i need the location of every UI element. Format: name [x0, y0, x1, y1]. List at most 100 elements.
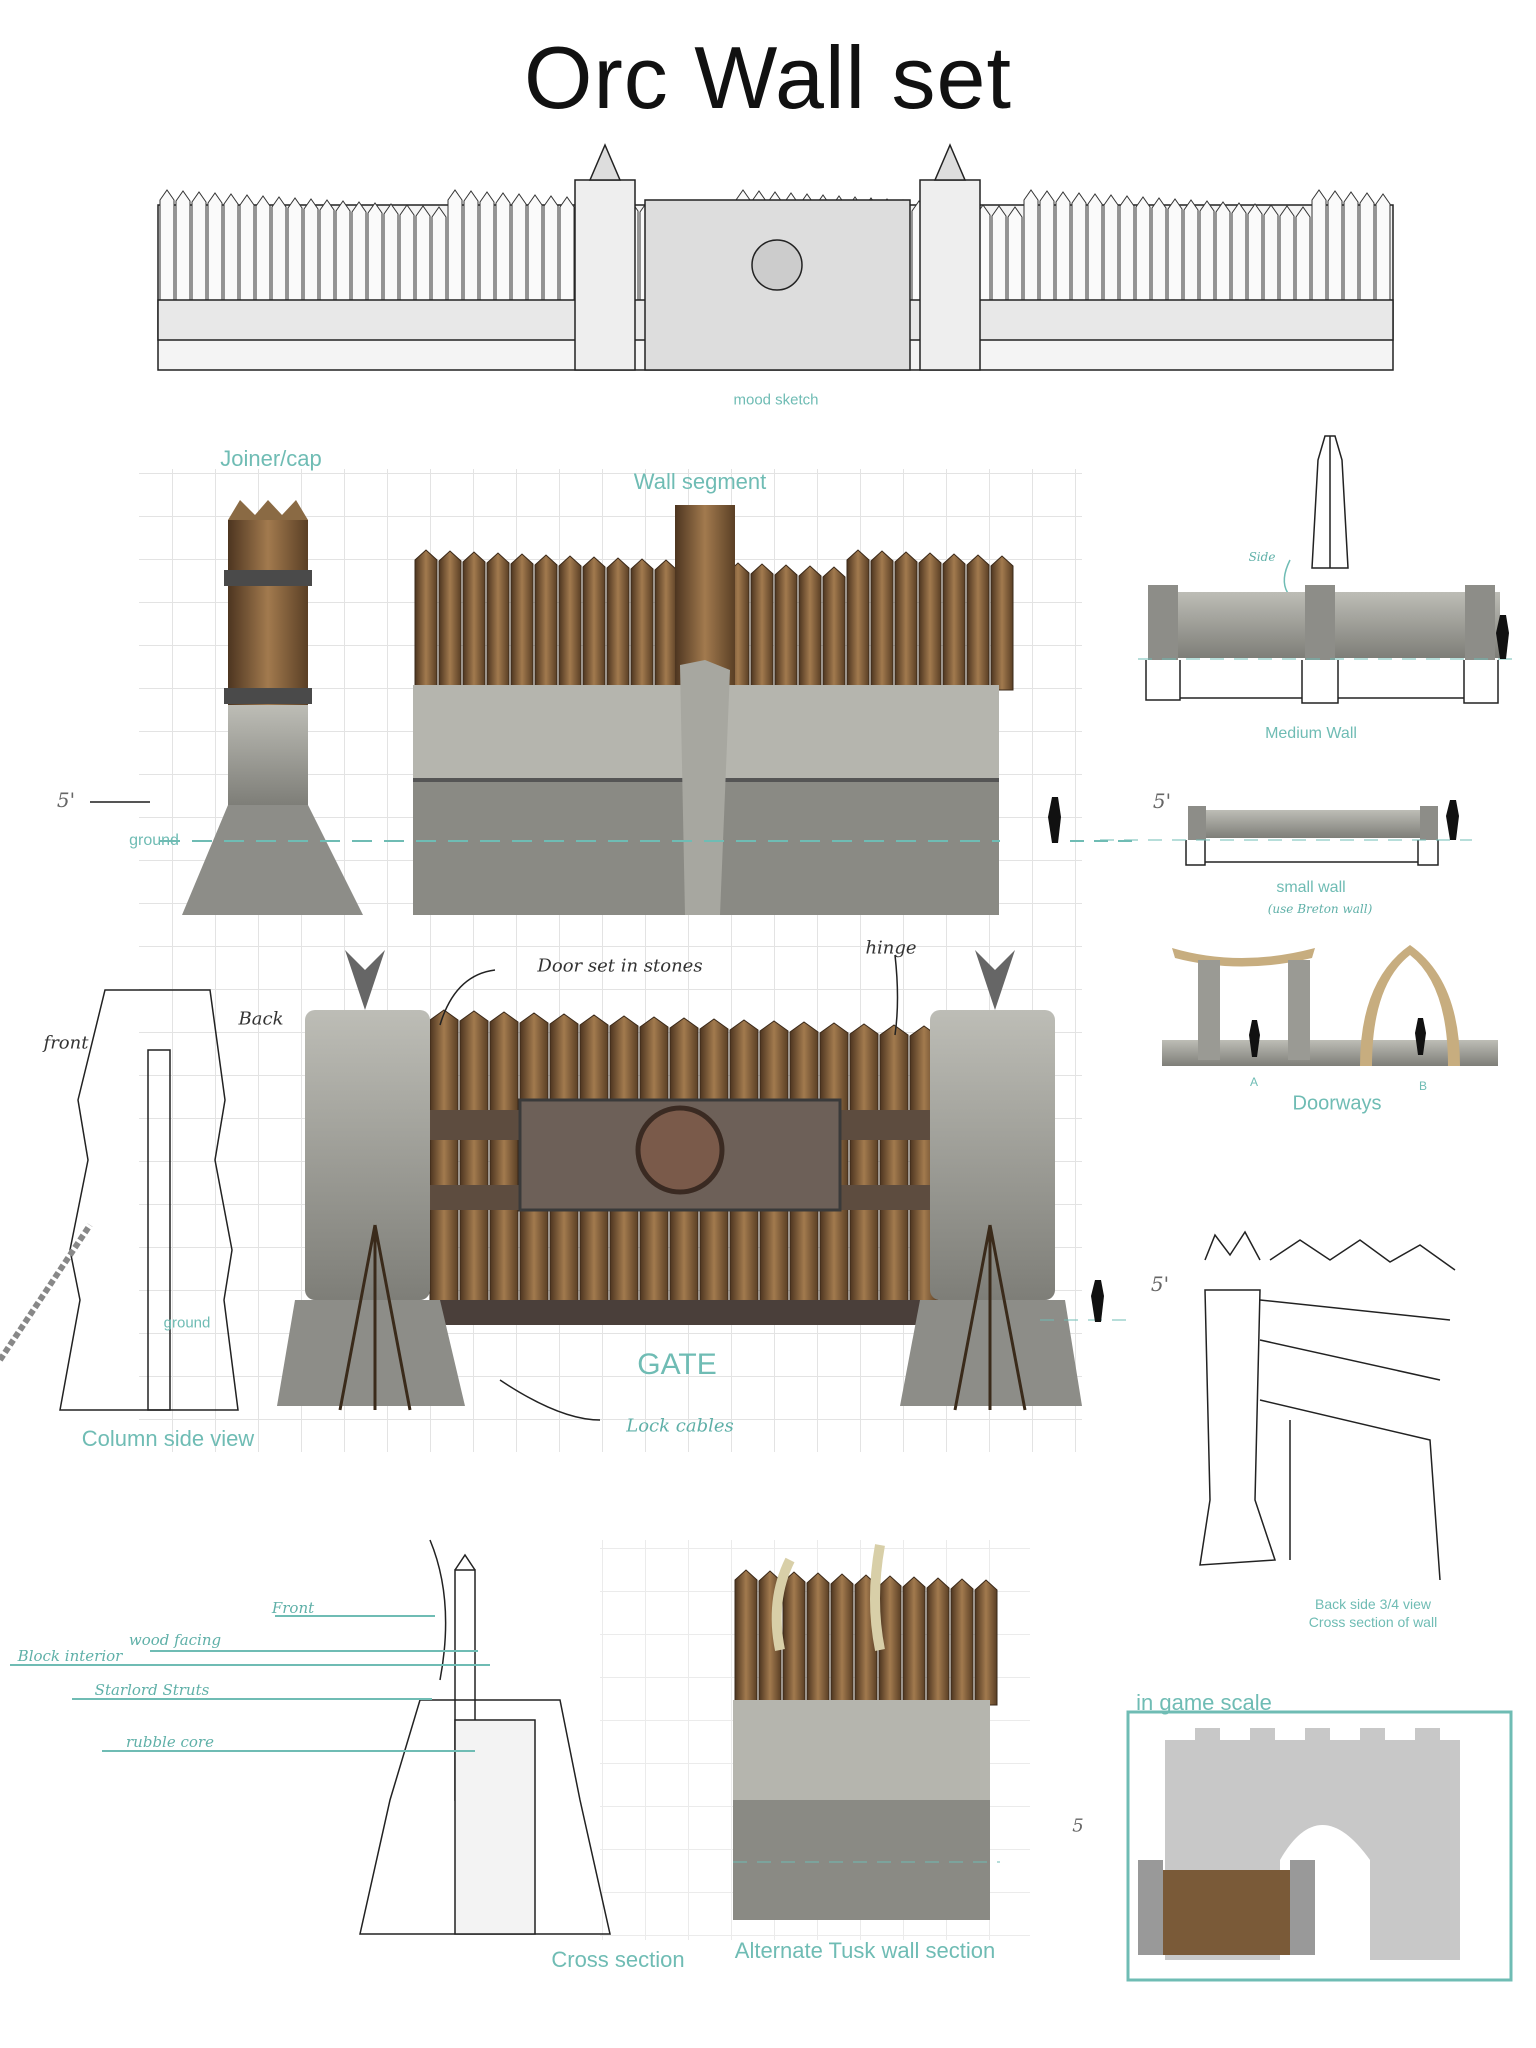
wood-stake [846, 549, 870, 691]
wood-stake [1311, 189, 1327, 301]
wood-stake [1071, 192, 1087, 301]
wood-stake [303, 198, 319, 301]
wood-stake [223, 193, 239, 301]
wood-stake [918, 552, 942, 691]
wood-stake [1247, 203, 1263, 301]
human-scale-figure [1091, 1280, 1104, 1322]
wood-stake [367, 202, 383, 301]
wood-stake [822, 566, 846, 691]
wood-stake [287, 197, 303, 301]
wood-stake [950, 1578, 974, 1706]
wood-stake [159, 189, 175, 301]
wood-stake [926, 1577, 950, 1706]
column-side-label: Column side view [81, 1426, 255, 1451]
wood-stake [463, 190, 479, 301]
back-view-sketch [1199, 1230, 1456, 1581]
wood-stake [1055, 191, 1071, 301]
column-back-note: Back [238, 1008, 284, 1030]
side-label: Side [1248, 550, 1276, 564]
wood-stake [974, 1579, 998, 1706]
wood-stake [654, 559, 678, 691]
wood-stake [630, 558, 654, 691]
tusk-wall-label: Alternate Tusk wall section [734, 1938, 996, 1963]
wood-stake [511, 193, 527, 301]
ground-label: ground [129, 832, 179, 849]
small-wall-height-mark: 5' [1152, 789, 1172, 813]
small-wall-art [1100, 800, 1472, 866]
back-view-label-2: Cross section of wall [1308, 1614, 1438, 1630]
wall-height-mark: 5' [56, 788, 76, 812]
wood-stake [1279, 205, 1295, 301]
wood-stake [1119, 195, 1135, 301]
wood-stake [894, 551, 918, 691]
joiner-label: Joiner/cap [220, 446, 322, 471]
wood-stake [1199, 200, 1215, 301]
wood-stake [1343, 191, 1359, 301]
wood-stake [239, 194, 255, 301]
wood-stake [1231, 202, 1247, 301]
cross-note-struts: Starlord Struts [94, 1681, 210, 1699]
gate-art [277, 950, 1130, 1421]
wood-stake [1023, 189, 1039, 301]
wood-stake [414, 549, 438, 691]
wood-stake [870, 550, 894, 691]
gate-height-mark: 5' [1150, 1272, 1170, 1296]
wood-stake [830, 1573, 854, 1706]
wood-stake [1007, 206, 1023, 301]
wood-stake [774, 564, 798, 691]
medium-wall-art [1138, 585, 1520, 704]
wood-stake [782, 1571, 806, 1706]
wood-stake [534, 554, 558, 691]
back-view-label-1: Back side 3/4 view [1315, 1596, 1431, 1612]
cross-note-wood-facing: wood facing [128, 1631, 222, 1649]
wood-stake [415, 205, 431, 301]
cross-note-front: Front [271, 1599, 315, 1617]
gate-pillar-right [900, 950, 1082, 1406]
wood-stake [479, 191, 495, 301]
column-front-note: front [43, 1032, 89, 1054]
wood-stake [543, 195, 559, 301]
human-scale-figure [1446, 800, 1459, 840]
wood-stake [486, 552, 510, 691]
gate-door-note: Door set in stones [537, 955, 703, 977]
in-game-scale-art [1126, 1710, 1513, 1982]
wood-stake [1375, 193, 1391, 301]
wood-stake [806, 1572, 830, 1706]
gate-pillar-left [277, 950, 465, 1406]
wood-stake [489, 1011, 519, 1311]
wood-stake [351, 201, 367, 301]
wood-stake [495, 192, 511, 301]
wood-stake [429, 1009, 459, 1311]
wood-stake [879, 1024, 909, 1311]
joiner-cap-art [182, 500, 363, 915]
wood-stake [207, 192, 223, 301]
wall-segment-art [90, 505, 1140, 915]
wood-stake [271, 196, 287, 301]
gate-hinge-note: hinge [865, 937, 917, 959]
medium-wall-label: Medium Wall [1265, 725, 1357, 742]
wood-stake [1135, 196, 1151, 301]
wall-segment-label: Wall segment [633, 469, 767, 494]
wood-stake [559, 196, 575, 301]
doorways-art [1162, 945, 1498, 1066]
wood-stake [1151, 197, 1167, 301]
tusk-height-mark: 5 [1072, 1815, 1084, 1837]
cross-section-label: Cross section [551, 1947, 685, 1972]
gate-lock-note: Lock cables [626, 1415, 734, 1437]
wood-stake [438, 550, 462, 691]
column-side-sketch [0, 989, 239, 1411]
wood-stake [1215, 201, 1231, 301]
doorway-b-label: B [1418, 1079, 1428, 1093]
wood-stake [990, 555, 1014, 691]
side-column-sketch [1283, 435, 1349, 611]
wood-stake [1327, 190, 1343, 301]
wood-stake [991, 205, 1007, 301]
wood-stake [459, 1010, 489, 1311]
wood-stake [1295, 206, 1311, 301]
wood-stake [750, 563, 774, 691]
wood-stake [558, 555, 582, 691]
cross-note-rubble-core: rubble core [126, 1733, 214, 1751]
small-wall-label: small wall [1276, 879, 1346, 896]
